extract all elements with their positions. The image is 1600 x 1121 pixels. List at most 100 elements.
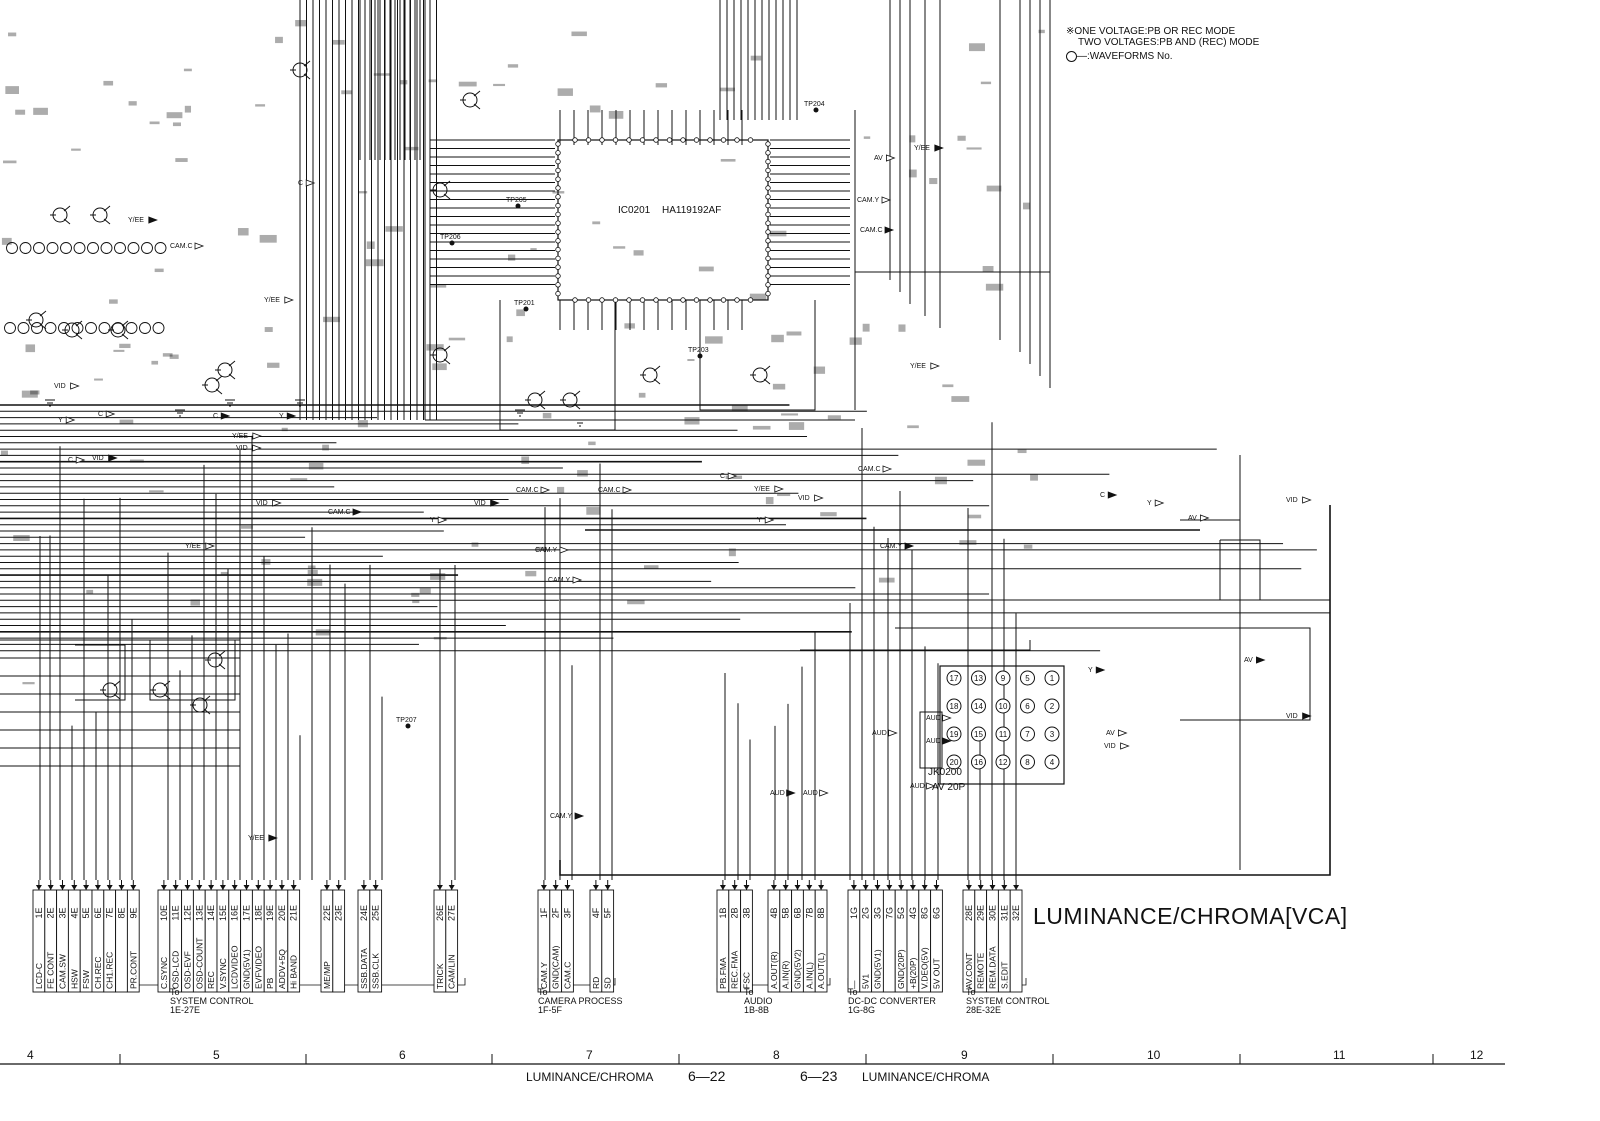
connector-pin-number: 14E (206, 905, 216, 921)
ic0201-part: HA119192AF (662, 205, 721, 216)
connector-pin-label: V.SYNC (218, 958, 228, 989)
pin-arrow-icon (83, 885, 90, 890)
destination-to: To (538, 987, 548, 997)
signal-label-text: Y (1088, 667, 1093, 674)
signal-label-text: C (1100, 492, 1105, 499)
signal-label: C (98, 410, 116, 418)
signal-label-text: Y/EE (914, 145, 930, 152)
signal-label: VID (1286, 496, 1312, 504)
signal-arrow-icon (942, 714, 952, 722)
connector-pin-label: AV.CONT (964, 953, 974, 989)
connector-pin-label: TRICK (435, 963, 445, 989)
connector-pin-number: 4E (69, 907, 79, 918)
pin-arrow-icon (770, 885, 777, 890)
jack-pin-18 (946, 698, 962, 714)
destination-to: To (848, 987, 858, 997)
pin-arrow-icon (160, 885, 167, 890)
pin-arrow-icon (106, 885, 113, 890)
signal-label: VID (256, 499, 282, 507)
test-point-label: TP201 (514, 300, 535, 307)
jack-pin-4 (1044, 754, 1060, 770)
pin-arrow-icon (219, 885, 226, 890)
pin-arrow-icon (794, 885, 801, 890)
connector-pin-number: 31E (999, 905, 1009, 921)
signal-arrow-icon (786, 789, 796, 797)
signal-arrow-icon (819, 789, 829, 797)
connector-pin-label: OSD-COUNT (194, 938, 204, 989)
signal-label: C (1100, 491, 1118, 499)
signal-label: CAM.C (858, 465, 893, 473)
connector-pin-label: C.SYNC (159, 957, 169, 989)
signal-label-text: CAM.C (860, 227, 883, 234)
signal-label-text: C (720, 473, 725, 480)
connector-pin-number: 5G (896, 907, 906, 919)
pin-arrow-icon (448, 885, 455, 890)
pin-arrow-icon (231, 885, 238, 890)
signal-arrow-icon (220, 412, 231, 420)
signal-label: C (68, 456, 86, 464)
signal-arrow-icon (305, 179, 316, 187)
jack-pin-3 (1044, 726, 1060, 742)
jack-pin-6 (1020, 698, 1035, 714)
signal-label: Y (1088, 666, 1106, 674)
jack-pin-17 (946, 670, 962, 686)
signal-label: Y (430, 516, 448, 524)
connector-pin-label: A.IN(R) (781, 961, 791, 990)
signal-label: Y (279, 412, 297, 420)
connector-pin-label: PB (265, 977, 275, 989)
destination-range: 1B-8B (744, 1005, 770, 1015)
pin-arrow-icon (208, 885, 215, 890)
connector-pin-label: OSD-EVF (183, 951, 193, 989)
connector-pin-number: 27E (447, 905, 457, 921)
connector-pin-label: GND(CAM) (551, 945, 561, 989)
pin-arrow-icon (436, 885, 443, 890)
signal-label-text: Y/EE (248, 835, 264, 842)
jack-pin-15 (971, 726, 986, 742)
signal-label-text: AV (874, 155, 883, 162)
signal-label-text: VID (474, 500, 486, 507)
pin-arrow-icon (743, 885, 750, 890)
jack-pin-label: 13 (974, 674, 983, 683)
signal-label-text: Y/EE (910, 363, 926, 370)
jack-pin-13 (971, 670, 986, 686)
column-number: 4 (27, 1048, 34, 1062)
connector-pin-number: 24E (359, 905, 369, 921)
signal-arrow-icon (934, 144, 944, 152)
connector-pin-label: LCDVIDEO (230, 945, 240, 989)
connector-pin-label: CAM.C (563, 962, 573, 989)
connector-block-9: 4BA.OUT(R)5BA.IN(R)6BGND(5V2)7BA.IN(L)8B… (767, 880, 828, 993)
pin-arrow-icon (255, 885, 262, 890)
jack-pin-label: 2 (1050, 702, 1055, 711)
signal-label-text: AUD (926, 715, 941, 722)
signal-label: Y (757, 516, 775, 524)
jack-pin-label: 4 (1050, 758, 1055, 767)
connector-pin-label: GND(5V1) (873, 949, 883, 989)
pin-arrow-icon (806, 885, 813, 890)
signal-arrow-icon (75, 456, 86, 464)
column-number: 7 (586, 1048, 593, 1062)
signal-label-text: VID (1286, 497, 1298, 504)
signal-label-text: CAM.Y (535, 547, 558, 554)
signal-arrow-icon (194, 242, 205, 250)
signal-arrow-icon (888, 729, 898, 737)
jack-pin-14 (971, 698, 986, 714)
connector-pin-label: FSC (742, 972, 752, 989)
connector-pin-number: 17E (242, 905, 252, 921)
signal-arrow-icon (774, 485, 784, 493)
connector-pin-label: SSB.CLK (371, 953, 381, 989)
signal-arrow-icon (574, 812, 585, 820)
signal-label: AV (874, 154, 896, 162)
signal-label: VID (798, 494, 824, 502)
footer-left-title: LUMINANCE/CHROMA (526, 1070, 654, 1084)
connector-pin-number: 19E (265, 905, 275, 921)
pin-arrow-icon (196, 885, 203, 890)
jack-pin-label: 9 (1001, 674, 1006, 683)
signal-label-text: Y/EE (232, 433, 248, 440)
signal-label-text: VID (54, 383, 66, 390)
